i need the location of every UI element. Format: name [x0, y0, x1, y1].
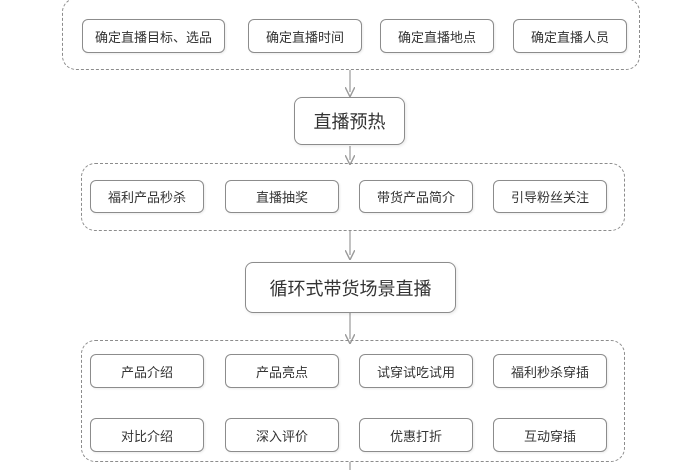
cycle-item: 福利秒杀穿插	[493, 354, 607, 388]
cycle-item: 对比介绍	[90, 418, 204, 452]
warmup-item: 直播抽奖	[225, 180, 339, 213]
cycle-item: 产品亮点	[225, 354, 339, 388]
step-cycle-live: 循环式带货场景直播	[245, 262, 456, 313]
warmup-item: 带货产品简介	[359, 180, 473, 213]
warmup-item: 福利产品秒杀	[90, 180, 204, 213]
prep-group: 确定直播目标、选品 确定直播时间 确定直播地点 确定直播人员	[62, 0, 640, 70]
warmup-item: 引导粉丝关注	[493, 180, 607, 213]
cycle-group: 产品介绍 产品亮点 试穿试吃试用 福利秒杀穿插 对比介绍 深入评价 优惠打折 互…	[81, 340, 625, 462]
cycle-item: 互动穿插	[493, 418, 607, 452]
prep-item: 确定直播人员	[513, 19, 627, 53]
cycle-item: 优惠打折	[359, 418, 473, 452]
cycle-item: 产品介绍	[90, 354, 204, 388]
prep-item: 确定直播时间	[248, 19, 362, 53]
prep-item: 确定直播地点	[380, 19, 494, 53]
cycle-item: 试穿试吃试用	[359, 354, 473, 388]
prep-item: 确定直播目标、选品	[82, 19, 225, 53]
cycle-item: 深入评价	[225, 418, 339, 452]
warmup-group: 福利产品秒杀 直播抽奖 带货产品简介 引导粉丝关注	[81, 163, 625, 231]
step-warmup: 直播预热	[294, 97, 405, 145]
